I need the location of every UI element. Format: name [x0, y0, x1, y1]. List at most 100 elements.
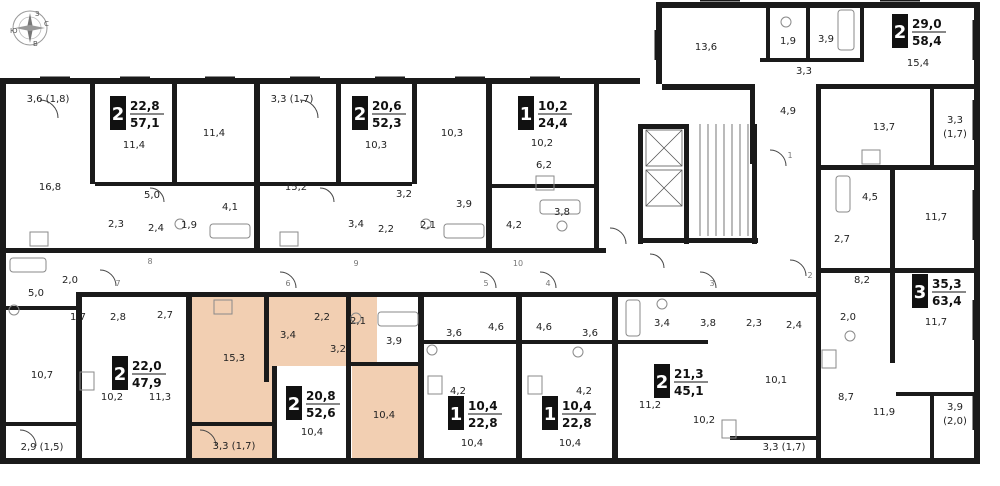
wall-v — [612, 292, 618, 458]
room-area: 10,4 — [373, 410, 395, 421]
room-labels: 3,6 (1,8) 11,4 11,4 16,8 5,0 2,3 2,4 1,9… — [21, 34, 967, 453]
wall-v — [766, 8, 770, 62]
wall-h — [522, 340, 612, 344]
badge-rooms-bg — [518, 96, 534, 130]
wall-stair — [638, 124, 688, 129]
room-area: 2,4 — [148, 223, 164, 234]
bathtub-icon — [625, 299, 641, 337]
stove-icon — [427, 375, 443, 395]
apartment-badge[interactable]: 2 29,0 58,4 — [892, 14, 946, 48]
wall-h — [260, 182, 412, 186]
toilet-icon — [780, 16, 792, 28]
room-area: 8,7 — [838, 392, 854, 403]
door-number: 6 — [285, 279, 290, 288]
stove-icon — [79, 371, 95, 391]
wall-v — [186, 292, 192, 458]
room-area: (1,7) — [943, 129, 967, 140]
room-area: 16,8 — [39, 182, 61, 193]
door-swing-icon — [199, 429, 217, 447]
room-area: 10,2 — [101, 392, 123, 403]
room-area: 3,8 — [700, 318, 716, 329]
apartment-badge[interactable]: 2 22,8 57,1 — [110, 96, 164, 130]
room-area: 11,4 — [123, 140, 145, 151]
toilet-icon — [350, 312, 362, 324]
wall-v — [76, 292, 82, 458]
room-area: 2,2 — [314, 312, 330, 323]
room-area: 1,9 — [780, 36, 796, 47]
room-area: 3,3 (1,7) — [763, 442, 806, 453]
wall-h — [662, 84, 755, 90]
apartment-badge[interactable]: 2 20,8 52,6 — [286, 386, 340, 420]
bathtub-icon — [209, 223, 251, 239]
room-area: 3,6 — [446, 328, 462, 339]
highlighted-apartment — [190, 296, 420, 458]
apartment-badge[interactable]: 3 35,3 63,4 — [912, 274, 966, 308]
wall-h — [760, 58, 864, 62]
room-area: 3,4 — [348, 219, 364, 230]
wall-v — [336, 84, 341, 184]
wall-h — [350, 362, 420, 366]
wall-v — [890, 170, 895, 270]
badge-total: 52,3 — [372, 116, 402, 130]
toilet-icon — [656, 298, 668, 310]
room-area: 3,2 — [330, 344, 346, 355]
apartment-badge[interactable]: 1 10,2 24,4 — [518, 96, 572, 130]
room-area: 4,9 — [780, 106, 796, 117]
wall-v — [930, 86, 934, 166]
door-swing-icon — [319, 187, 335, 203]
apartment-badge[interactable]: 1 10,4 22,8 — [542, 396, 596, 430]
room-area: 4,2 — [506, 220, 522, 231]
room-area: 11,9 — [873, 407, 895, 418]
wall-h — [6, 422, 76, 426]
wall-outer-right — [974, 2, 980, 458]
room-area: 10,3 — [441, 128, 463, 139]
apartment-badge[interactable]: 2 22,0 47,9 — [112, 356, 166, 390]
wall-v — [860, 8, 864, 62]
highlight-room-kitchen — [352, 366, 420, 458]
badge-rooms-bg — [912, 274, 928, 308]
room-area: 11,4 — [203, 128, 225, 139]
room-area: 3,9 — [386, 336, 402, 347]
room-area: 10,4 — [461, 438, 483, 449]
badge-total: 24,4 — [538, 116, 568, 130]
badge-rooms: 1 — [450, 404, 463, 425]
wall-h — [896, 392, 974, 396]
room-area: 2,2 — [378, 224, 394, 235]
apartment-badge[interactable]: 2 20,6 52,3 — [352, 96, 406, 130]
bathtub-icon — [377, 311, 419, 327]
room-area: 10,3 — [365, 140, 387, 151]
badge-rooms: 2 — [114, 364, 127, 385]
lift-cross — [645, 169, 683, 207]
room-area: 10,7 — [31, 370, 53, 381]
room-area: 4,5 — [862, 192, 878, 203]
wall-right-corridor-2 — [820, 268, 974, 273]
wall-outer-left-top — [656, 2, 662, 84]
toilet-icon — [8, 304, 20, 316]
badge-rooms-bg — [542, 396, 558, 430]
wall-stair — [684, 124, 689, 244]
room-area: 3,4 — [280, 330, 296, 341]
room-area: 3,9 — [818, 34, 834, 45]
room-area: 3,2 — [396, 189, 412, 200]
doors — [19, 99, 807, 447]
room-area: 1,9 — [181, 220, 197, 231]
wall-v — [516, 292, 522, 458]
room-area: 3,6 (1,8) — [27, 94, 70, 105]
badge-rooms: 2 — [894, 22, 907, 43]
apartment-badge[interactable]: 2 21,3 45,1 — [654, 364, 708, 398]
badge-living: 21,3 — [674, 367, 704, 381]
wall-h — [730, 436, 816, 440]
badge-rooms-bg — [286, 386, 302, 420]
apartment-badge[interactable]: 1 10,4 22,8 — [448, 396, 502, 430]
badge-total: 45,1 — [674, 384, 704, 398]
wall-v — [272, 366, 277, 458]
badge-living: 10,4 — [562, 399, 592, 413]
wall-h — [190, 422, 272, 426]
room-area: 11,7 — [925, 317, 947, 328]
door-swing-icon — [609, 227, 627, 245]
wall-v — [486, 84, 492, 248]
compass-needle-cross-icon — [15, 25, 45, 31]
room-area: 11,7 — [925, 212, 947, 223]
wall-h — [492, 184, 594, 188]
wall-outer-bottom — [0, 458, 980, 464]
